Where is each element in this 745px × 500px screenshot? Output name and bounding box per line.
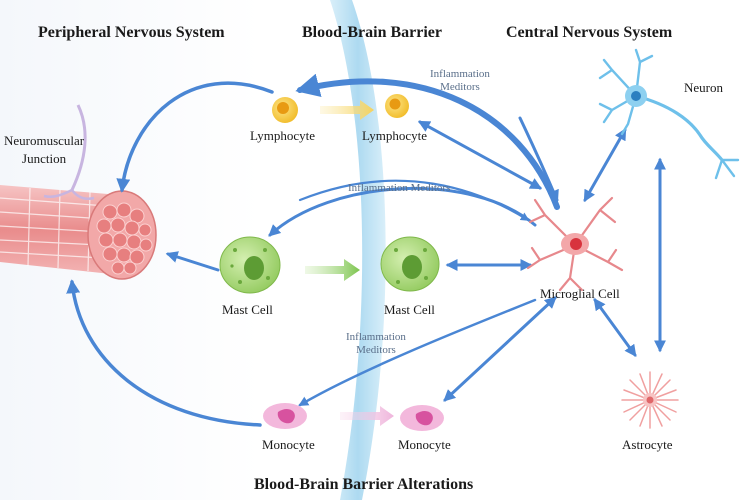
lymphocyte-left-label: Lymphocyte [250, 128, 315, 143]
mast-cell-left [219, 236, 281, 294]
bbb-header: Blood-Brain Barrier [302, 24, 442, 41]
lymphocyte-transit-arrow [320, 100, 374, 120]
mediator-top-line1: Inflammation [430, 68, 490, 80]
mediator-bottom-line1: Inflammation [346, 331, 406, 343]
microglial-cell [526, 196, 624, 292]
microglial-cell-label: Microglial Cell [540, 286, 620, 301]
lymphocyte-right-cell [385, 94, 409, 118]
mediator-bottom-label: Inflammation Meditors [346, 331, 406, 357]
barrier-band [330, 0, 386, 500]
astrocyte-label: Astrocyte [622, 437, 673, 452]
mediator-bottom-line2: Meditors [356, 344, 396, 356]
interaction-arrows [66, 73, 666, 427]
mast-cell-right-label: Mast Cell [384, 302, 435, 317]
nmj-label-line2: Junction [22, 151, 67, 166]
bbb-alterations-header: Blood-Brain Barrier Alterations [254, 476, 474, 493]
nmj-label: Neuromuscular Junction [4, 132, 84, 168]
mediator-top-label: Inflammation Meditors [430, 68, 490, 94]
mediator-middle-label: Inflammation Meditors [348, 182, 451, 194]
mast-cell-right [380, 236, 440, 292]
muscle-bundle [0, 104, 157, 280]
lymphocyte-left-cell [272, 97, 298, 123]
monocyte-left-cell [263, 403, 307, 429]
monocyte-transit-arrow [340, 406, 394, 426]
cns-header: Central Nervous System [506, 24, 673, 41]
nmj-label-line1: Neuromuscular [4, 133, 85, 148]
neuron-cell [598, 48, 740, 180]
mast-cell-left-label: Mast Cell [222, 302, 273, 317]
neuron-label: Neuron [684, 80, 723, 95]
astrocyte-cell [621, 371, 679, 429]
mast-transit-arrow [305, 259, 360, 281]
lymphocyte-right-label: Lymphocyte [362, 128, 427, 143]
monocyte-left-label: Monocyte [262, 437, 315, 452]
pns-header: Peripheral Nervous System [38, 24, 225, 41]
monocyte-right-label: Monocyte [398, 437, 451, 452]
monocyte-right-cell [400, 405, 444, 431]
mediator-top-line2: Meditors [440, 81, 480, 93]
